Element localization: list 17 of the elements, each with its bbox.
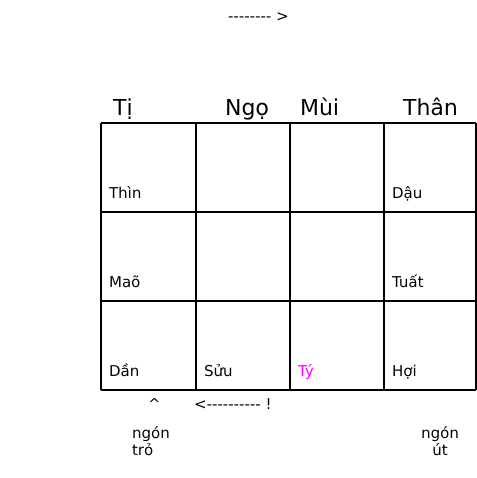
cell-label: Dần [109, 363, 140, 380]
cell-label: Hợi [392, 363, 417, 380]
cell-label: Maõ [109, 274, 140, 292]
direction-note: ^ [148, 396, 161, 414]
direction-note: -------- > [228, 8, 289, 26]
cell-label: Thìn [109, 185, 142, 202]
column-heading: Mùi [300, 96, 340, 122]
finger-label: ngón út [420, 425, 460, 460]
column-heading: Thân [403, 96, 458, 122]
column-heading: Tị [113, 96, 133, 122]
finger-label: ngón trỏ [132, 425, 171, 460]
cell-label: Sửu [204, 363, 233, 380]
cell-label: Tuất [392, 274, 424, 292]
column-heading: Ngọ [225, 96, 269, 122]
direction-note: <---------- ! [194, 396, 272, 414]
cell-label: Dậu [392, 185, 422, 202]
cell-label: Tý [298, 363, 314, 380]
